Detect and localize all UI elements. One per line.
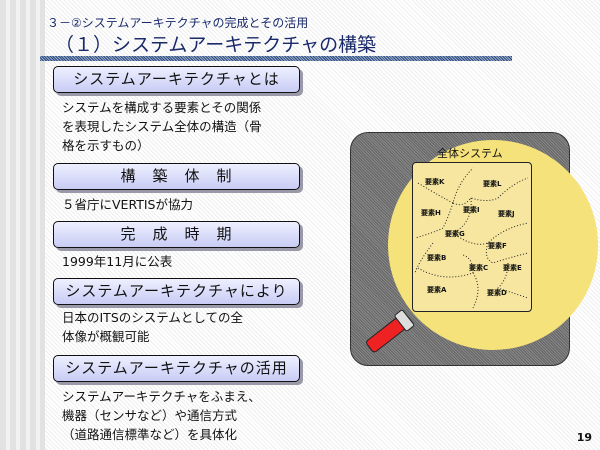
text-line: を表現したシステム全体の構造（骨 xyxy=(62,119,262,134)
element-label: 要素F xyxy=(488,242,507,250)
slide-subtitle: ３－②システムアーキテクチャの完成とその活用 xyxy=(47,16,309,30)
body-result: 日本のITSのシステムとしての全体像が概観可能 xyxy=(62,308,243,346)
heading-what-is: システムアーキテクチャとは xyxy=(53,66,300,93)
page-number: 19 xyxy=(576,431,592,444)
element-label: 要素C xyxy=(469,264,489,272)
text-line: システムアーキテクチャをふまえ、 xyxy=(62,389,261,404)
element-label: 要素G xyxy=(445,230,465,238)
system-map: 要素K 要素L 要素H 要素I 要素J 要素G 要素F 要素B 要素C 要素E … xyxy=(412,162,532,312)
element-label: 要素I xyxy=(463,206,480,214)
heading-structure: 構 築 体 制 xyxy=(53,163,300,190)
body-usage: システムアーキテクチャをふまえ、機器（センサなど）や通信方式 （道路通信標準など）… xyxy=(62,387,261,444)
element-label: 要素B xyxy=(427,254,447,262)
body-completion: 1999年11月に公表 xyxy=(62,254,173,269)
element-label: 要素A xyxy=(427,286,447,294)
flashlight-icon xyxy=(366,309,415,353)
text-line: 日本のITSのシステムとしての全 xyxy=(62,310,244,325)
slide-title: （１）システムアーキテクチャの構築 xyxy=(55,34,377,56)
text-line: システムを構成する要素とその関係 xyxy=(62,100,262,115)
element-label: 要素K xyxy=(425,178,445,186)
title-divider xyxy=(40,56,512,61)
element-label: 要素H xyxy=(421,209,441,217)
decorative-stripes xyxy=(0,0,45,450)
text-line: 体像が概観可能 xyxy=(62,329,150,344)
element-label: 要素L xyxy=(483,180,502,188)
element-label: 要素J xyxy=(498,210,515,218)
text-line: 格を示すもの） xyxy=(62,138,150,153)
heading-result: システムアーキテクチャにより xyxy=(53,278,300,305)
text-line: 機器（センサなど）や通信方式 xyxy=(62,408,238,423)
element-label: 要素D xyxy=(487,289,507,297)
element-label: 要素E xyxy=(503,264,522,272)
body-structure: ５省庁にVERTISが協力 xyxy=(62,197,193,212)
heading-usage: システムアーキテクチャの活用 xyxy=(53,355,300,382)
body-what-is: システムを構成する要素とその関係を表現したシステム全体の構造（骨格を示すもの） xyxy=(62,98,262,155)
text-line: （道路通信標準など）を具体化 xyxy=(62,427,238,442)
heading-completion: 完 成 時 期 xyxy=(53,221,300,248)
diagram-title: 全体システム xyxy=(437,147,503,160)
boundary-lines xyxy=(414,167,529,309)
